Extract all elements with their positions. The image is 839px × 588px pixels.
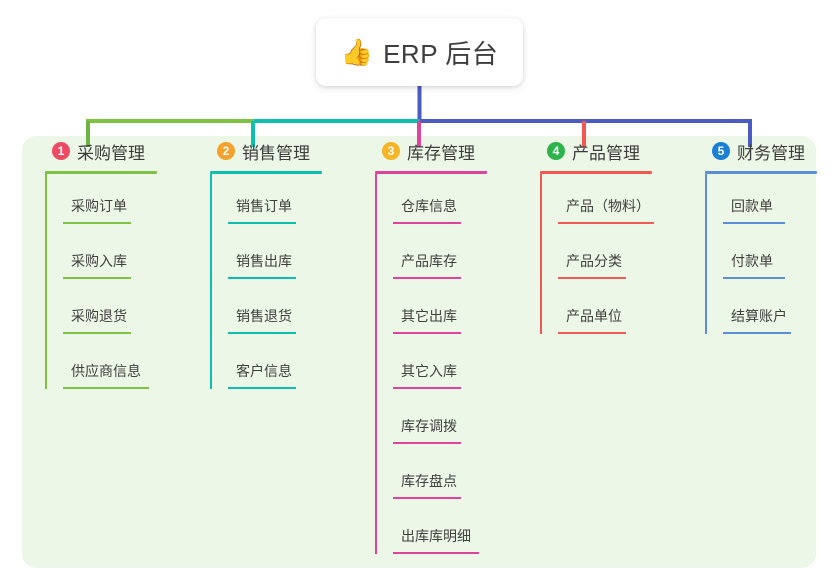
branch-badge-4: 4 [547, 142, 565, 160]
branch-column-1: 1 采购管理采购订单采购入库采购退货供应商信息 [36, 136, 186, 389]
branch-item-rule [558, 332, 626, 334]
branch-rule-5 [705, 171, 817, 174]
branch-item-rule [228, 222, 296, 224]
branch-item-stem [210, 174, 212, 229]
thumbs-up-icon: 👍 [340, 37, 374, 67]
branch-title-5: 财务管理 [737, 143, 805, 163]
branch-item-label: 销售退货 [236, 308, 292, 324]
branch-item-label: 其它出库 [401, 308, 457, 324]
branch-item-rule [63, 332, 131, 334]
branch-item-label: 客户信息 [236, 363, 292, 379]
branch-item-stem [45, 339, 47, 389]
branch-title-2: 销售管理 [242, 143, 310, 163]
branch-item-stem [375, 174, 377, 229]
branch-item-rule [63, 277, 131, 279]
branch-item-rule [558, 222, 654, 224]
branch-item-rule [558, 277, 626, 279]
branch-badge-2: 2 [217, 142, 235, 160]
branch-item-label: 产品分类 [566, 253, 622, 269]
branch-item-label: 销售订单 [236, 198, 292, 214]
branch-column-2: 2 销售管理销售订单销售出库销售退货客户信息 [201, 136, 351, 389]
branch-item-rule [63, 222, 131, 224]
branch-item-stem [540, 284, 542, 334]
branch-column-4: 4 产品管理产品（物料） 产品分类产品单位 [531, 136, 681, 334]
branch-item-label: 产品库存 [401, 253, 457, 269]
branch-item-rule [228, 277, 296, 279]
branch-item-label: 销售出库 [236, 253, 292, 269]
branch-title-4: 产品管理 [572, 143, 640, 163]
branch-item-rule [723, 277, 785, 279]
branch-item-stem [540, 229, 542, 284]
branch-column-3: 3 库存管理仓库信息产品库存其它出库其它入库库存调拨库存盘点出库库明细 [366, 136, 516, 554]
branch-item-stem [540, 174, 542, 229]
branch-item-stem [375, 449, 377, 504]
branch-item-rule [393, 332, 461, 334]
branch-item-rule [63, 387, 149, 389]
branch-item-label: 仓库信息 [401, 198, 457, 214]
branch-item-label: 库存盘点 [401, 473, 457, 489]
branch-header-2[interactable]: 2 销售管理 [201, 136, 351, 166]
branch-item-label: 产品单位 [566, 308, 622, 324]
branch-header-4[interactable]: 4 产品管理 [531, 136, 681, 166]
branch-item-label: 付款单 [731, 253, 773, 269]
branch-item-label: 其它入库 [401, 363, 457, 379]
branch-item-stem [375, 339, 377, 394]
branch-item-stem [375, 229, 377, 284]
branch-item-label: 库存调拨 [401, 418, 457, 434]
branch-column-5: 5 财务管理回款单付款单结算账户 [696, 136, 839, 334]
branch-item-rule [393, 442, 461, 444]
branch-title-3: 库存管理 [407, 143, 475, 163]
branch-item-label: 产品（物料） [566, 198, 650, 214]
branch-item-stem [45, 174, 47, 229]
branch-item-stem [375, 394, 377, 449]
branch-item-stem [705, 284, 707, 334]
branch-rule-1 [45, 171, 157, 174]
branch-item-stem [705, 174, 707, 229]
branch-item-label: 回款单 [731, 198, 773, 214]
branch-item-stem [210, 229, 212, 284]
branch-columns: 1 采购管理采购订单采购入库采购退货供应商信息 2 销售管理销售订单销售出库销售退货客… [0, 136, 839, 568]
branch-item-rule [393, 552, 479, 554]
branch-item-label: 出库库明细 [401, 528, 471, 544]
branch-title-1: 采购管理 [77, 143, 145, 163]
branch-badge-5: 5 [712, 142, 730, 160]
branch-item-rule [228, 387, 296, 389]
branch-badge-3: 3 [382, 142, 400, 160]
branch-item-label: 供应商信息 [71, 363, 141, 379]
branch-item-label: 采购入库 [71, 253, 127, 269]
branch-header-3[interactable]: 3 库存管理 [366, 136, 516, 166]
diagram-panel [22, 136, 816, 568]
root-node[interactable]: 👍 ERP 后台 [316, 18, 523, 86]
branch-item-label: 结算账户 [731, 308, 787, 324]
branch-rule-2 [210, 171, 322, 174]
branch-item-rule [723, 332, 791, 334]
branch-item-stem [210, 339, 212, 389]
branch-item-label: 采购退货 [71, 308, 127, 324]
branch-item-rule [723, 222, 785, 224]
branch-header-5[interactable]: 5 财务管理 [696, 136, 839, 166]
branch-item-stem [375, 284, 377, 339]
branch-header-1[interactable]: 1 采购管理 [36, 136, 186, 166]
branch-item-rule [393, 497, 461, 499]
branch-item-rule [393, 277, 461, 279]
branch-item-stem [705, 229, 707, 284]
branch-rule-4 [540, 171, 652, 174]
branch-item-stem [45, 229, 47, 284]
branch-rule-3 [375, 171, 487, 174]
branch-badge-1: 1 [52, 142, 70, 160]
branch-item-label: 采购订单 [71, 198, 127, 214]
branch-item-stem [375, 504, 377, 554]
branch-item-rule [393, 222, 461, 224]
branch-item-rule [393, 387, 461, 389]
branch-item-stem [210, 284, 212, 339]
branch-item-rule [228, 332, 296, 334]
root-title: ERP 后台 [383, 38, 499, 69]
branch-item-stem [45, 284, 47, 339]
